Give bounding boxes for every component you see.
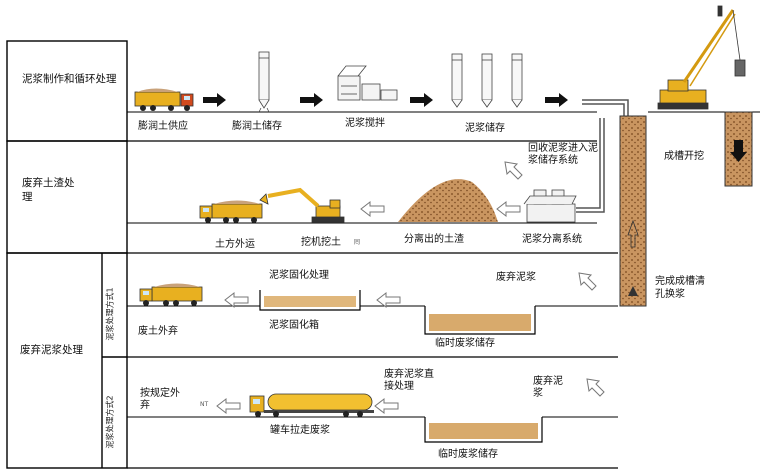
method2-label: 泥浆处理方式2 bbox=[105, 395, 115, 449]
waste-slurry-label-2: 废弃泥浆 bbox=[533, 376, 563, 399]
bentonite-silo-icon bbox=[258, 51, 270, 113]
dump-truck-icon bbox=[134, 88, 194, 111]
earth-transport-label: 土方外运 bbox=[215, 239, 255, 250]
regulation-discard-label: 按规定外弃 bbox=[140, 388, 180, 411]
diaphragm-trench bbox=[619, 115, 647, 307]
bentonite-supply-label: 膨润土供应 bbox=[138, 121, 188, 132]
soil-discard-label: 废土外弃 bbox=[138, 326, 178, 337]
slurry-mixing-label: 泥浆搅拌 bbox=[345, 118, 385, 129]
tanker-truck-icon bbox=[249, 393, 374, 417]
flow-arrow-outline-icon bbox=[360, 161, 523, 218]
section-circulation-label: 泥浆制作和循环处理 bbox=[22, 73, 117, 85]
work-ground-lines bbox=[127, 111, 760, 418]
separation-system-label: 泥浆分离系统 bbox=[522, 234, 582, 245]
small-mark: 囘 bbox=[354, 239, 361, 246]
separation-system-icon bbox=[523, 189, 577, 223]
solidify-process-label: 泥浆固化处理 bbox=[269, 270, 329, 281]
temp-storage-label-2: 临时废浆储存 bbox=[438, 449, 498, 460]
flow-arrow-outline-icon bbox=[216, 378, 605, 415]
nt-mark: NT bbox=[200, 401, 209, 408]
slurry-mixer-icon bbox=[337, 65, 398, 101]
section-slurry-label: 废弃泥浆处理 bbox=[20, 344, 83, 356]
trench-excavation bbox=[724, 111, 753, 187]
row-ground-lines bbox=[127, 140, 618, 469]
dump-truck-icon bbox=[199, 200, 263, 223]
temp-storage-pit bbox=[424, 306, 536, 335]
dump-truck-icon bbox=[139, 283, 203, 306]
slurry-pipe bbox=[576, 99, 629, 213]
finish-trench-label: 完成成槽清孔换浆 bbox=[655, 276, 705, 300]
excavator-label: 挖机挖土 bbox=[301, 237, 341, 248]
tanker-label: 罐车拉走废浆 bbox=[270, 425, 330, 436]
recover-slurry-label: 回收泥浆进入泥浆储存系统 bbox=[528, 143, 598, 166]
slurry-storage-label: 泥浆储存 bbox=[465, 123, 505, 134]
solidify-tank bbox=[259, 290, 361, 311]
direct-process-label: 废弃泥浆直接处理 bbox=[384, 369, 434, 392]
crawler-crane-icon bbox=[657, 5, 746, 110]
solidify-tank-label: 泥浆固化箱 bbox=[269, 320, 319, 331]
excavator-icon bbox=[259, 187, 345, 223]
section-soil-label: 废弃土渣处理 bbox=[22, 177, 75, 203]
trench-excavation-label: 成槽开挖 bbox=[664, 151, 704, 162]
method1-label: 泥浆处理方式1 bbox=[105, 287, 115, 341]
section-frame bbox=[6, 40, 128, 469]
slurry-tank-icon bbox=[451, 53, 523, 108]
flow-arrow-outline-icon bbox=[224, 272, 597, 309]
flow-arrow-icon bbox=[203, 93, 568, 107]
soil-pile bbox=[398, 179, 498, 222]
temp-storage-label-1: 临时废浆储存 bbox=[435, 338, 495, 349]
temp-storage-pit bbox=[424, 417, 543, 443]
waste-slurry-label: 废弃泥浆 bbox=[496, 272, 536, 283]
separated-soil-label: 分离出的土渣 bbox=[404, 234, 464, 245]
bentonite-storage-label: 膨润土储存 bbox=[232, 121, 282, 132]
